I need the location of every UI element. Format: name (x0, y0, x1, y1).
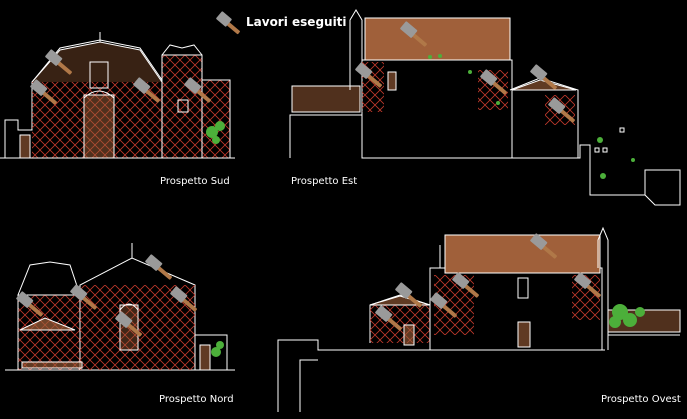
elevation-north (5, 243, 235, 371)
vegetation-west (609, 304, 645, 328)
vegetation-north (211, 341, 224, 357)
hammer-icon (216, 11, 240, 35)
legend-label: Lavori eseguiti (246, 15, 347, 29)
elevation-south (0, 32, 235, 159)
hammer-icon (144, 253, 173, 281)
label-prospetto-est: Prospetto Est (291, 176, 358, 187)
vegetation-east (428, 54, 635, 179)
legend: Lavori eseguiti (212, 8, 347, 36)
label-prospetto-ovest: Prospetto Ovest (601, 394, 681, 405)
elevation-west (277, 226, 681, 412)
label-prospetto-sud: Prospetto Sud (160, 176, 230, 187)
label-prospetto-nord: Prospetto Nord (159, 394, 234, 405)
vegetation-south (206, 121, 225, 144)
